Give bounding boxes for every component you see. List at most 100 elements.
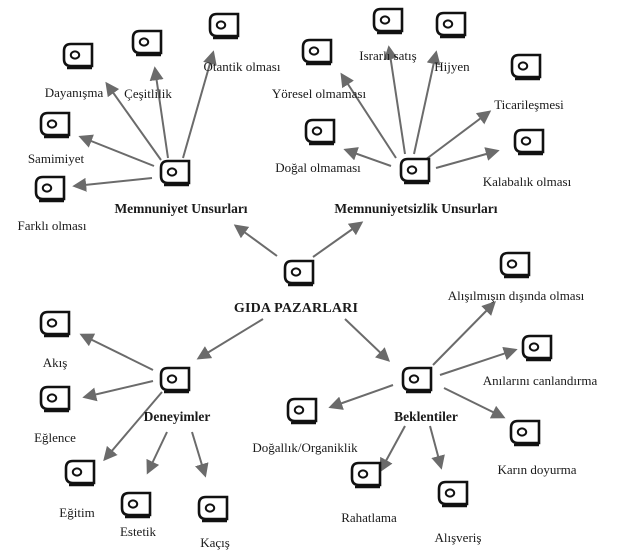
leaf-node-label: Doğal olmaması xyxy=(275,160,361,175)
edges-layer xyxy=(72,45,518,478)
arrow-hub3-to-l13 xyxy=(82,380,154,402)
arrow-hub2-to-l9 xyxy=(424,110,492,161)
leaf-node-l5: Farklı olması xyxy=(18,175,87,233)
code-node-icon xyxy=(304,118,336,146)
code-node-icon xyxy=(499,251,531,279)
leaf-node-l17: Alışılmışın dışında olması xyxy=(448,251,585,303)
leaf-node-label: Anılarını canlandırma xyxy=(483,373,598,388)
leaf-node-l20: Karın doyurma xyxy=(497,419,577,477)
code-node-icon xyxy=(34,175,66,203)
hub-node-label: Memnuniyetsizlik Unsurları xyxy=(334,201,497,216)
leaf-node-label: Israrlı satış xyxy=(359,48,416,63)
leaf-node-label: Akış xyxy=(43,355,68,370)
hub-node-label: Deneyimler xyxy=(144,409,211,424)
leaf-node-l4: Samimiyet xyxy=(28,111,85,166)
arrow-root-to-hub4 xyxy=(344,318,391,362)
arrow-hub2-to-l11 xyxy=(435,147,500,169)
leaf-node-l14: Eğitim xyxy=(59,459,96,520)
arrow-root-to-hub2 xyxy=(312,221,364,258)
leaf-node-l8: Yöresel olmaması xyxy=(272,38,367,101)
leaf-node-label: Ticarileşmesi xyxy=(494,97,564,112)
leaf-node-l1: Çeşitlilik xyxy=(124,29,172,101)
leaf-node-label: Çeşitlilik xyxy=(124,86,172,101)
leaf-node-l22: Alışveriş xyxy=(435,480,482,545)
code-node-icon xyxy=(372,7,404,35)
arrow-hub1-to-l2 xyxy=(182,50,217,159)
code-node-icon xyxy=(286,397,318,425)
leaf-node-l3: Dayanışma xyxy=(45,42,104,100)
leaf-node-l10: Doğal olmaması xyxy=(275,118,361,175)
arrow-hub1-to-l1 xyxy=(149,66,169,159)
hub-node-hub4: Beklentiler xyxy=(394,366,458,424)
arrow-root-to-hub1 xyxy=(233,224,278,257)
arrow-hub3-to-l15 xyxy=(146,431,168,475)
code-node-icon xyxy=(39,310,71,338)
arrow-hub4-to-l20 xyxy=(443,387,506,419)
leaf-node-label: Eğitim xyxy=(59,505,94,520)
leaf-node-label: Hijyen xyxy=(434,59,470,74)
code-node-icon xyxy=(509,419,541,447)
hub-node-label: Beklentiler xyxy=(394,409,458,424)
arrow-hub1-to-l3 xyxy=(105,81,162,161)
arrow-hub1-to-l5 xyxy=(72,177,153,192)
arrow-hub4-to-l22 xyxy=(429,425,445,470)
leaf-node-l2: Otantik olması xyxy=(204,12,281,74)
leaf-node-l7: Hijyen xyxy=(434,11,470,74)
code-node-icon xyxy=(159,366,191,394)
hub-node-hub3: Deneyimler xyxy=(144,366,211,424)
hub-node-label: Memnuniyet Unsurları xyxy=(114,201,247,216)
leaf-node-label: Kaçış xyxy=(200,535,230,550)
leaf-node-l13: Eğlence xyxy=(34,385,76,445)
arrow-hub4-to-l21 xyxy=(379,425,406,473)
code-node-icon xyxy=(131,29,163,57)
leaf-node-label: Karın doyurma xyxy=(497,462,576,477)
arrow-hub3-to-l14 xyxy=(103,391,163,462)
leaf-node-l19: Doğallık/Organiklik xyxy=(252,397,358,455)
code-node-icon xyxy=(64,459,96,487)
root-node-label: GIDA PAZARLARI xyxy=(234,301,358,316)
leaf-node-l18: Anılarını canlandırma xyxy=(483,334,598,388)
nodes-layer: GIDA PAZARLARI Memnuniyet Unsurları Memnun… xyxy=(18,7,598,550)
code-node-icon xyxy=(208,12,240,40)
code-node-icon xyxy=(513,128,545,156)
arrow-hub2-to-l7 xyxy=(413,50,441,155)
arrow-hub2-to-l10 xyxy=(343,147,392,167)
code-node-icon xyxy=(399,157,431,185)
leaf-node-label: Alışveriş xyxy=(435,530,482,545)
leaf-node-l12: Akış xyxy=(39,310,71,370)
code-node-icon xyxy=(62,42,94,70)
leaf-node-label: Farklı olması xyxy=(18,218,87,233)
leaf-node-label: Alışılmışın dışında olması xyxy=(448,288,585,303)
leaf-node-label: Estetik xyxy=(120,524,157,539)
code-node-icon xyxy=(120,491,152,519)
code-node-icon xyxy=(350,461,382,489)
code-node-icon xyxy=(510,53,542,81)
leaf-node-label: Dayanışma xyxy=(45,85,104,100)
leaf-node-label: Otantik olması xyxy=(204,59,281,74)
code-node-icon xyxy=(159,159,191,187)
code-node-icon xyxy=(401,366,433,394)
code-node-icon xyxy=(283,259,315,287)
hub-node-hub2: Memnuniyetsizlik Unsurları xyxy=(334,157,498,216)
leaf-node-label: Yöresel olmaması xyxy=(272,86,367,101)
arrow-hub4-to-l19 xyxy=(328,384,394,410)
arrow-hub3-to-l12 xyxy=(79,333,154,371)
leaf-node-label: Doğallık/Organiklik xyxy=(252,440,358,455)
arrow-hub3-to-l16 xyxy=(191,431,209,478)
arrow-hub4-to-l18 xyxy=(439,346,518,376)
code-node-icon xyxy=(39,385,71,413)
leaf-node-l21: Rahatlama xyxy=(341,461,397,525)
code-node-icon xyxy=(435,11,467,39)
leaf-node-l11: Kalabalık olması xyxy=(483,128,572,189)
leaf-node-l15: Estetik xyxy=(120,491,157,539)
code-node-icon xyxy=(197,495,229,523)
hub-node-hub1: Memnuniyet Unsurları xyxy=(114,159,248,216)
leaf-node-label: Rahatlama xyxy=(341,510,397,525)
code-node-icon xyxy=(301,38,333,66)
leaf-node-label: Samimiyet xyxy=(28,151,85,166)
leaf-node-label: Kalabalık olması xyxy=(483,174,572,189)
leaf-node-l16: Kaçış xyxy=(197,495,230,550)
leaf-node-l6: Israrlı satış xyxy=(359,7,417,63)
code-node-icon xyxy=(39,111,71,139)
arrow-hub4-to-l17 xyxy=(432,301,496,366)
